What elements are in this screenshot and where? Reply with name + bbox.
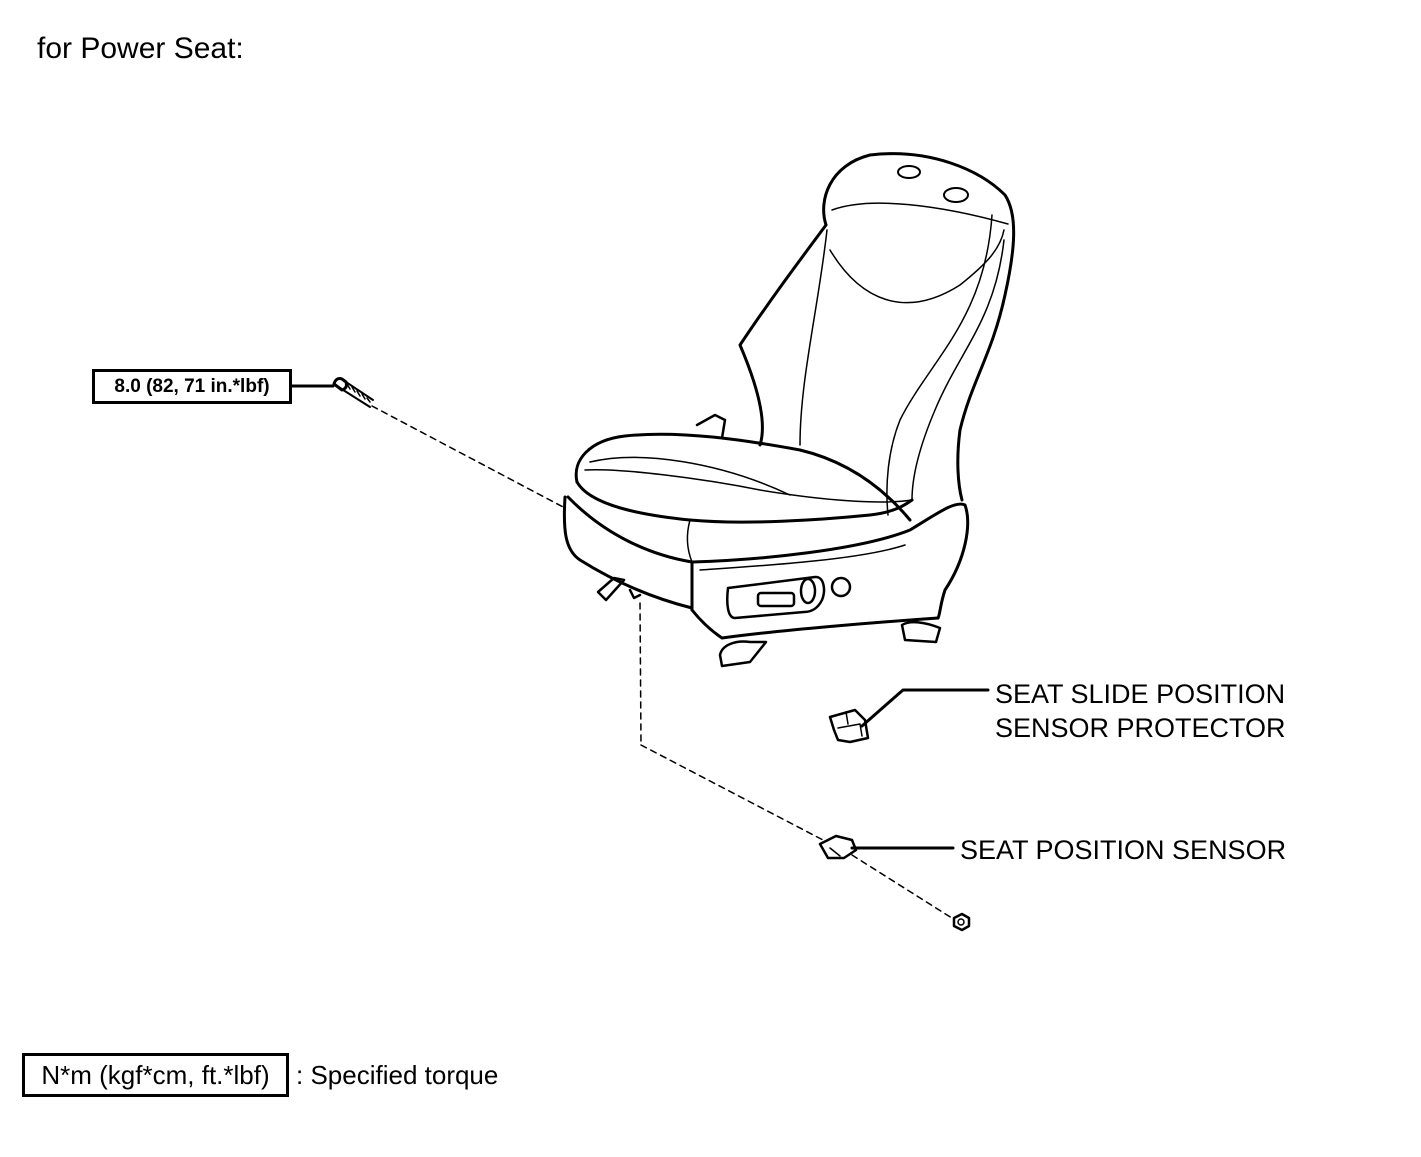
sensor-leader-dashed: [639, 602, 956, 921]
legend-unit-box: N*m (kgf*cm, ft.*lbf): [22, 1053, 289, 1097]
diagram-title: for Power Seat:: [37, 32, 244, 65]
position-sensor-label: SEAT POSITION SENSOR: [960, 835, 1287, 865]
bolt-icon: [290, 377, 374, 408]
seat-back: [738, 152, 1016, 516]
nut-icon: [952, 912, 971, 932]
sensor-protector-label-line-2: SENSOR PROTECTOR: [995, 713, 1286, 743]
seat-cushion: [562, 413, 970, 640]
sensor-protector-label-line-1: SEAT SLIDE POSITION: [995, 679, 1286, 709]
sensor-protector-label: SEAT SLIDE POSITION SENSOR PROTECTOR: [995, 677, 1286, 745]
bolt-leader-dashed: [371, 405, 566, 509]
torque-spec-box: 8.0 (82, 71 in.*lbf): [92, 369, 292, 404]
legend-description: : Specified torque: [296, 1060, 499, 1090]
seat-rails: [596, 576, 942, 668]
sensor-protector-icon: [828, 708, 870, 744]
position-sensor-icon: [818, 834, 858, 860]
protector-leader-line: [860, 688, 990, 728]
seat-switch-panel: [726, 575, 852, 620]
